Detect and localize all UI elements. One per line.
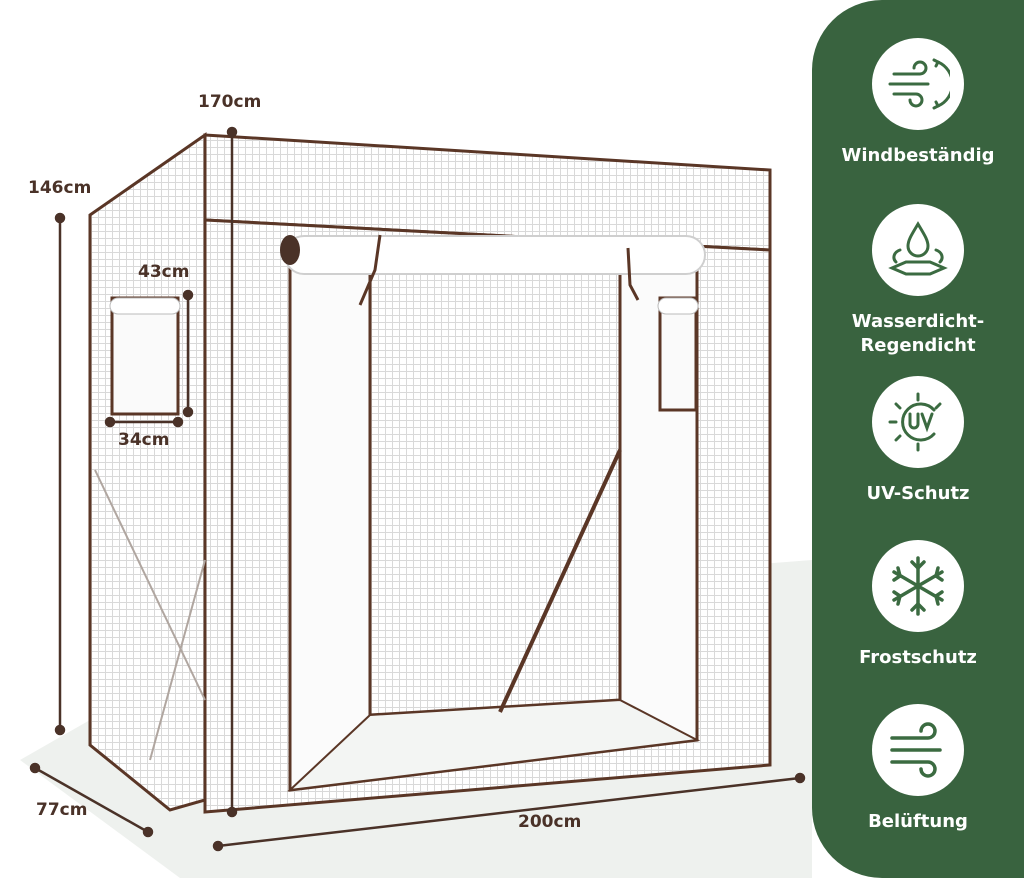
airflow-icon: [890, 722, 942, 778]
feature-ventilation: Belüftung: [812, 704, 1024, 834]
side-brace: [149, 559, 206, 761]
window-height-label: 43cm: [138, 262, 190, 282]
dimension-lines: [29, 126, 806, 852]
feature-label: Belüftung: [868, 811, 968, 832]
height-side-label: 146cm: [28, 178, 92, 198]
feature-label: Wasserdicht- Regendicht: [851, 311, 985, 356]
front-window-roll: [657, 297, 699, 315]
window-width-label: 34cm: [118, 430, 170, 450]
side-brace: [94, 469, 206, 701]
height-top-label: 170cm: [198, 92, 262, 112]
door-tie: [358, 234, 640, 306]
wind-arrows-icon: [888, 58, 950, 110]
water-drop-icon: [888, 221, 948, 276]
feature-frost-protection: Frostschutz: [812, 540, 1024, 670]
feature-uv-protection: UV-Schutz: [812, 376, 1024, 506]
uv-sun-icon: [888, 392, 942, 452]
side-window: [110, 296, 180, 416]
feature-label: UV-Schutz: [866, 483, 970, 504]
side-window-roll: [109, 297, 181, 315]
snowflake-icon: [892, 556, 944, 616]
side-panel: [88, 132, 207, 812]
feature-label: Windbeständig: [841, 145, 995, 166]
feature-waterproof: Wasserdicht- Regendicht: [812, 204, 1024, 358]
roll-end: [280, 235, 300, 265]
feature-label: Frostschutz: [859, 647, 977, 668]
width-label: 200cm: [518, 812, 582, 832]
feature-windproof: Windbeständig: [812, 38, 1024, 168]
front-window: [658, 296, 698, 412]
back-wall: [368, 260, 622, 717]
depth-label: 77cm: [36, 800, 88, 820]
rolled-door: [284, 235, 706, 275]
inner-floor: [287, 698, 701, 792]
brace: [498, 449, 622, 713]
